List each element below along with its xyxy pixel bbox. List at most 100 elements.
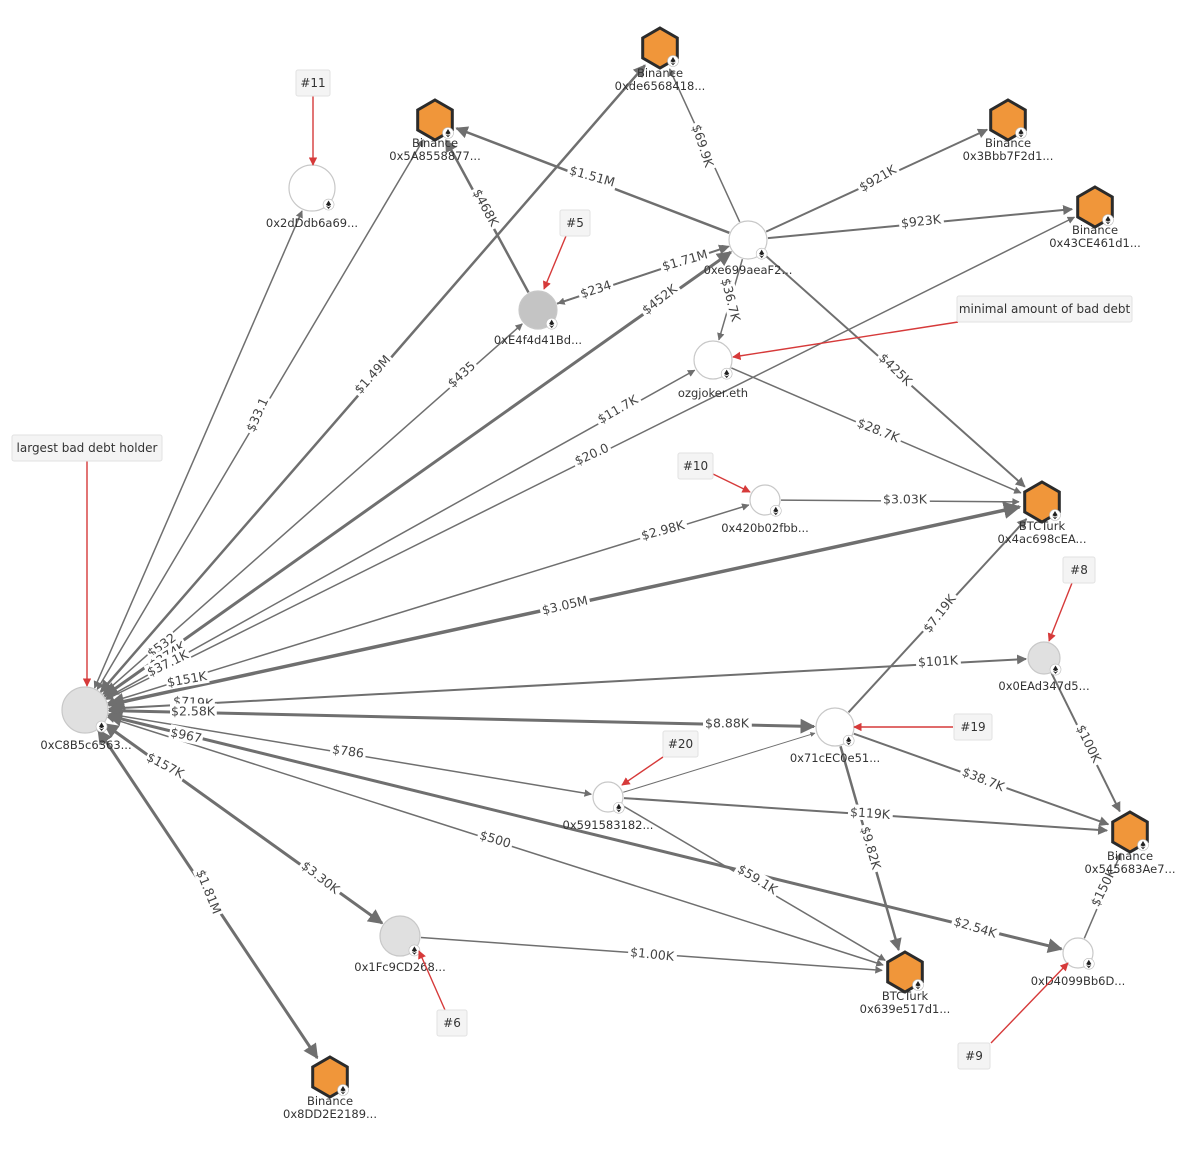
exchange-node[interactable]: Binance0x3Bbb7F2d1...	[963, 98, 1054, 163]
wallet-node[interactable]: 0x1Fc9CD268...	[354, 915, 446, 974]
annotation-callout: #9	[957, 962, 1069, 1070]
wallet-circle	[379, 915, 421, 957]
edge-label: $69.9K	[689, 122, 717, 169]
nodes-layer: 0xC8B5c6363...0x2dDdb6a69...Binance0x5A8…	[40, 26, 1176, 1121]
wallet-node[interactable]: 0x420b02fbb...	[721, 484, 809, 535]
callout-text: #20	[668, 737, 693, 751]
edge-label: $452K	[639, 280, 680, 317]
wallet-circle	[728, 220, 768, 260]
exchange-node[interactable]: Binance0x43CE461d1...	[1049, 185, 1141, 250]
edge-label: $3.05M	[540, 592, 589, 617]
edge-label-background	[164, 667, 210, 691]
exchange-name: Binance	[985, 136, 1031, 150]
edge-label-background	[658, 245, 712, 275]
edge-label: $38.7K	[960, 764, 1007, 795]
wallet-node[interactable]: 0xC8B5c6363...	[40, 686, 132, 752]
ethereum-icon	[408, 944, 421, 957]
callout-text: #19	[960, 720, 985, 734]
edge-label: $500	[478, 827, 513, 851]
edge-label-background	[857, 822, 886, 874]
node-address: 0x639e517d1...	[860, 1002, 951, 1016]
node-address: 0xde6568418...	[615, 79, 706, 93]
edge-label-background	[717, 274, 745, 326]
edge-label: $921K	[856, 161, 899, 194]
edges-layer	[93, 64, 1122, 1060]
edge-label-background	[1072, 720, 1106, 768]
exchange-name: Binance	[637, 66, 683, 80]
exchange-node[interactable]: Binance0x5A8558877...	[389, 98, 481, 163]
exchange-node[interactable]: Binance0xde6568418...	[615, 26, 706, 93]
edge-label-background	[297, 856, 345, 899]
wallet-node[interactable]: 0x71cEC0e51...	[790, 707, 880, 765]
callout-box	[662, 730, 699, 758]
edge-label: $9.82K	[858, 825, 885, 872]
edge-label: $20.0	[572, 440, 611, 468]
wallet-node[interactable]: 0x0EAd347d5...	[998, 641, 1090, 693]
exchange-node[interactable]: Binance0x8DD2E2189...	[283, 1055, 377, 1121]
wallet-node[interactable]: 0xe699aeaF2...	[704, 220, 793, 277]
edge-label: $7.19K	[920, 591, 959, 636]
edge-label-background	[349, 350, 395, 399]
edge-label-background	[242, 393, 273, 436]
edge-label: $1.00K	[629, 944, 675, 964]
wallet-circle	[693, 340, 733, 380]
node-address: 0x1Fc9CD268...	[354, 960, 446, 974]
edge-label: $3.30K	[299, 858, 344, 897]
node-address: 0x71cEC0e51...	[790, 751, 880, 765]
callout-text: largest bad debt holder	[17, 441, 158, 455]
exchange-name: BTCTurk	[882, 989, 929, 1003]
callout-box	[295, 69, 331, 97]
callout-box	[559, 209, 591, 237]
annotation-callout: #11	[295, 69, 331, 166]
node-address: 0x545683Ae7...	[1084, 862, 1175, 876]
wallet-node[interactable]: 0x591583182...	[563, 781, 654, 832]
node-address: 0x4ac698cEA...	[998, 532, 1087, 546]
node-address: 0xE4f4d41Bd...	[494, 333, 582, 347]
ethereum-icon	[1049, 509, 1061, 521]
ethereum-icon	[769, 504, 782, 517]
callout-arrow	[990, 962, 1069, 1044]
node-address: 0x0EAd347d5...	[998, 679, 1089, 693]
callout-box	[436, 1009, 468, 1037]
edge-label-background	[565, 161, 619, 191]
edge-label-background	[950, 912, 1002, 942]
exchange-node[interactable]: Binance0x545683Ae7...	[1084, 810, 1176, 876]
exchange-node[interactable]: BTCTurk0x4ac698cEA...	[998, 480, 1087, 546]
callout-arrow	[418, 950, 446, 1011]
edge-label-background	[570, 439, 613, 470]
exchange-node[interactable]: BTCTurk0x639e517d1...	[860, 950, 951, 1016]
exchange-name: Binance	[307, 1094, 353, 1108]
edge-label: $36.7K	[718, 277, 743, 324]
edge-label: $1.51M	[568, 162, 617, 189]
wallet-node[interactable]: 0xE4f4d41Bd...	[494, 290, 582, 347]
edge-label: $1.49M	[351, 352, 393, 397]
node-address: 0x5A8558877...	[389, 149, 481, 163]
edge-label-background	[637, 279, 682, 319]
callout-text: #8	[1070, 563, 1088, 577]
wallet-node[interactable]: 0x2dDdb6a69...	[266, 164, 358, 230]
callout-arrow	[732, 321, 959, 360]
edge-label-background	[170, 703, 217, 719]
edge-label-background	[143, 645, 193, 680]
ethereum-icon	[667, 55, 679, 67]
callout-box	[1062, 556, 1096, 584]
callout-text: #11	[300, 76, 325, 90]
edge-label-background	[874, 348, 918, 391]
edge-label-background	[192, 865, 226, 918]
wallet-node[interactable]: ozgjoker.eth	[678, 340, 748, 400]
exchange-name: BTCTurk	[1019, 519, 1066, 533]
edge-label: $101K	[918, 652, 960, 669]
node-address: 0x2dDdb6a69...	[266, 216, 358, 230]
edge-label-background	[538, 592, 592, 619]
callout-box	[957, 1042, 991, 1070]
ethereum-icon	[322, 198, 335, 211]
node-address: 0x8DD2E2189...	[283, 1107, 377, 1121]
callout-text: #10	[683, 459, 708, 473]
edge-label-background	[475, 826, 515, 852]
ethereum-icon	[1049, 663, 1062, 676]
edge-c8b5-to-0ead	[107, 654, 1028, 714]
edge-label-background	[168, 724, 205, 746]
edge-label-background	[443, 356, 480, 392]
edge-label: $28.7K	[855, 415, 902, 446]
callout-text: minimal amount of bad debt	[959, 302, 1131, 316]
